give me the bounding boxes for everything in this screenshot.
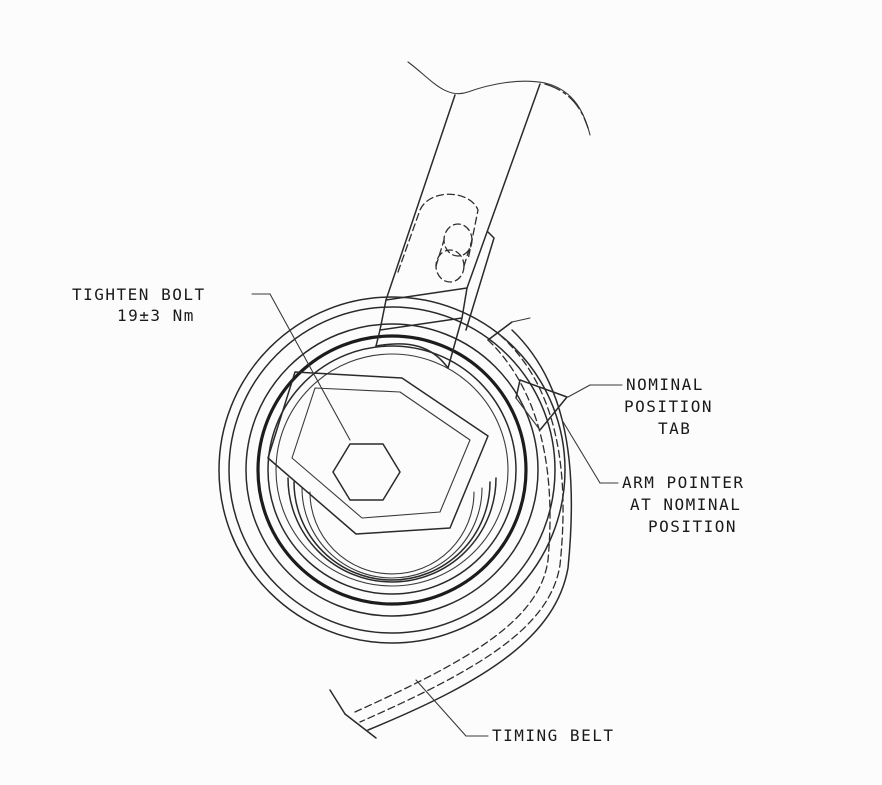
nominal-tab-line3: TAB	[658, 419, 691, 438]
timing-belt	[329, 317, 573, 739]
arm-pointer-label: ARM POINTER AT NOMINAL POSITION	[622, 473, 744, 536]
nominal-tab-line1: NOMINAL	[626, 375, 704, 394]
leader-lines	[251, 293, 623, 737]
tighten-bolt-label: TIGHTEN BOLT 19±3 Nm	[72, 285, 206, 325]
nominal-position-tab	[515, 379, 568, 431]
arm-pointer-line3: POSITION	[648, 517, 737, 536]
timing-belt-text: TIMING BELT	[492, 726, 614, 745]
tighten-bolt-line1: TIGHTEN BOLT	[72, 285, 206, 304]
pulley-rings	[218, 296, 566, 644]
bearing-arcs	[287, 477, 497, 583]
adjuster-arm	[375, 61, 591, 369]
bolt-head	[267, 371, 489, 535]
arm-pointer-line1: ARM POINTER	[622, 473, 744, 492]
nominal-tab-line2: POSITION	[624, 397, 713, 416]
arm-pointer-line2: AT NOMINAL	[630, 495, 741, 514]
tighten-bolt-torque: 19±3 Nm	[117, 306, 195, 325]
arm-slot	[397, 193, 495, 331]
nominal-position-tab-label: NOMINAL POSITION TAB	[624, 375, 713, 438]
timing-belt-label: TIMING BELT	[492, 726, 614, 745]
